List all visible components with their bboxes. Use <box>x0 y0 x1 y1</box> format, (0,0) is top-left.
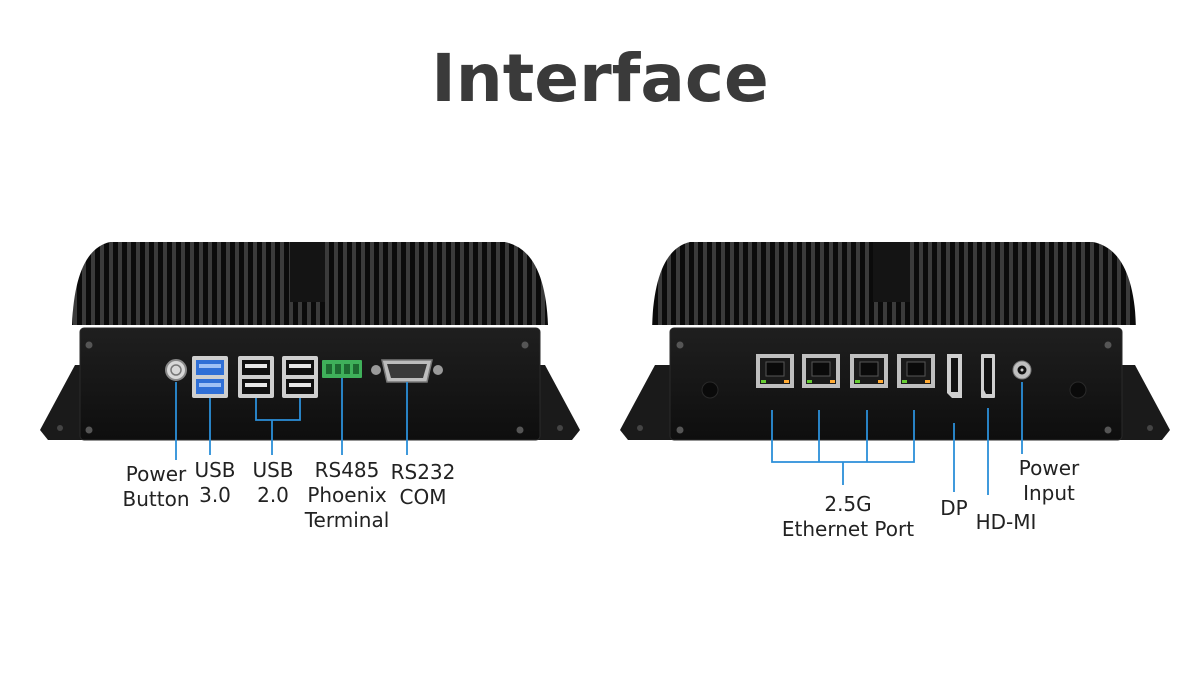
rear-device <box>620 242 1170 495</box>
label-ethernet: 2.5G Ethernet Port <box>781 492 915 541</box>
label-rs485: RS485 Phoenix Terminal <box>304 458 390 532</box>
ethernet-ports-icon <box>756 354 935 388</box>
label-dp: DP <box>940 496 968 520</box>
hdmi-icon <box>981 354 995 398</box>
front-heatsink-fins <box>72 242 548 325</box>
page-title: Interface <box>431 40 769 117</box>
screw <box>85 426 93 434</box>
screw <box>516 426 524 434</box>
usb2-ports-icon <box>238 356 318 398</box>
label-rs232: RS232 COM <box>390 460 456 509</box>
label-power-input: Power Input <box>1018 456 1080 505</box>
screw-hole <box>557 425 563 431</box>
front-heatsink-channel <box>290 242 325 302</box>
rear-heatsink-fins <box>652 242 1136 325</box>
rear-heatsink-channel <box>873 242 910 302</box>
rs485-terminal-icon <box>322 360 362 378</box>
screw <box>85 341 93 349</box>
label-usb3: USB 3.0 <box>194 458 236 507</box>
rear-faceplate <box>669 327 1123 441</box>
rear-bumper <box>1069 381 1087 399</box>
rear-bumper <box>701 381 719 399</box>
screw <box>521 341 529 349</box>
power-input-icon <box>1012 360 1032 380</box>
front-device <box>40 242 580 460</box>
front-callout-lines <box>175 378 408 460</box>
label-usb2: USB 2.0 <box>252 458 294 507</box>
screw-hole <box>57 425 63 431</box>
displayport-icon <box>947 354 962 398</box>
rs232-com-icon <box>371 359 443 383</box>
label-hdmi: HD-MI <box>975 510 1037 534</box>
power-button-icon <box>165 359 187 381</box>
usb3-ports-icon <box>192 356 228 398</box>
rear-callout-lines <box>771 382 1023 495</box>
label-power-button: Power Button <box>122 462 190 511</box>
